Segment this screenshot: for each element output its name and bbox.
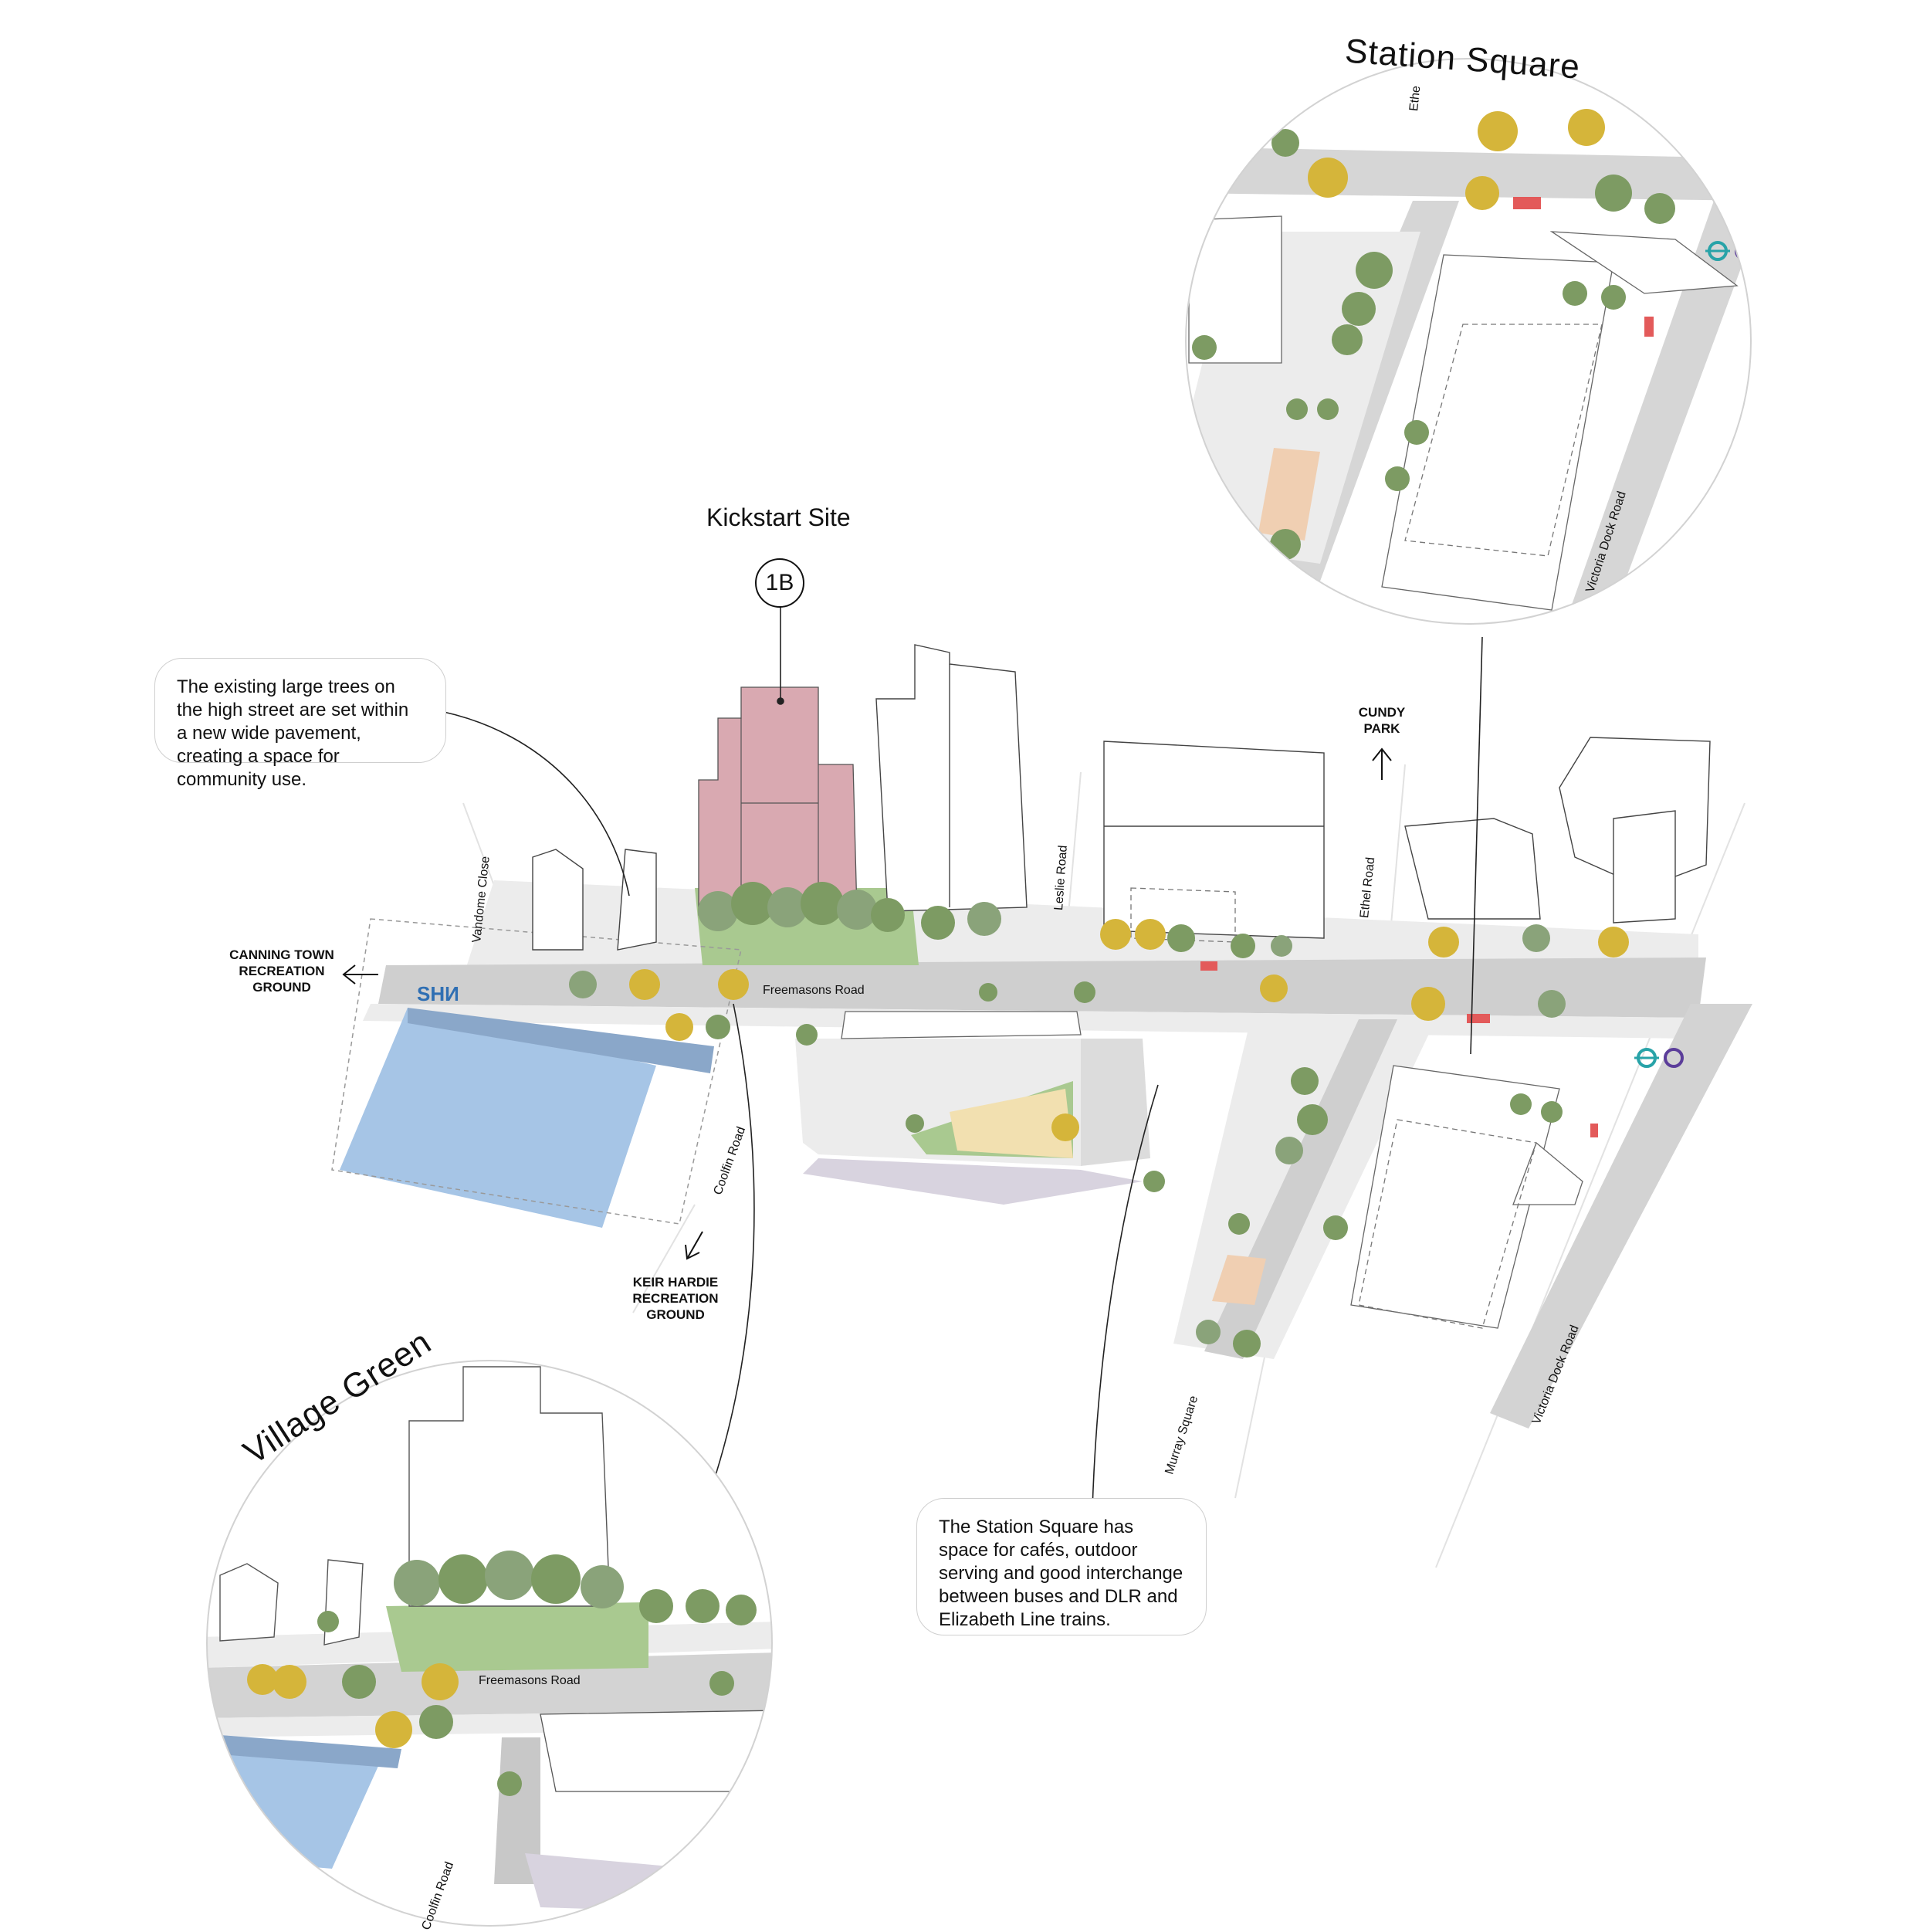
main-plan: SHИ — [331, 644, 1752, 1568]
destination-keir-hardie: KEIR HARDIE RECREATION GROUND — [632, 1275, 719, 1322]
village-green-inset — [207, 1361, 772, 1926]
destination-cundy-park: CUNDY PARK — [1358, 705, 1406, 736]
arrow-icon — [342, 747, 1392, 1260]
tube-roundel-icon — [1634, 1048, 1684, 1068]
street-freemasons-road-inset: Freemasons Road — [479, 1674, 581, 1687]
freemasons-road — [378, 958, 1706, 1018]
sand-area — [950, 1089, 1073, 1158]
kickstart-building — [698, 686, 858, 916]
health-building — [340, 1008, 656, 1228]
destination-canning-town: CANNING TOWN RECREATION GROUND — [229, 947, 334, 995]
block-building — [1103, 741, 1325, 939]
kickstart-title: Kickstart Site — [706, 503, 851, 531]
tower-building — [875, 644, 1028, 912]
trees-main — [569, 882, 1629, 1357]
callout-trees: The existing large trees on the high str… — [154, 658, 446, 790]
callout-station-square: The Station Square has space for cafés, … — [916, 1498, 1207, 1635]
site-marker-1b: 1B — [755, 558, 804, 608]
street-ethel-road-inset: Ethe — [1407, 85, 1424, 112]
building-sign: SHИ — [417, 982, 459, 1005]
street-freemasons-road: Freemasons Road — [763, 984, 865, 997]
station-square-inset — [1186, 59, 1751, 624]
